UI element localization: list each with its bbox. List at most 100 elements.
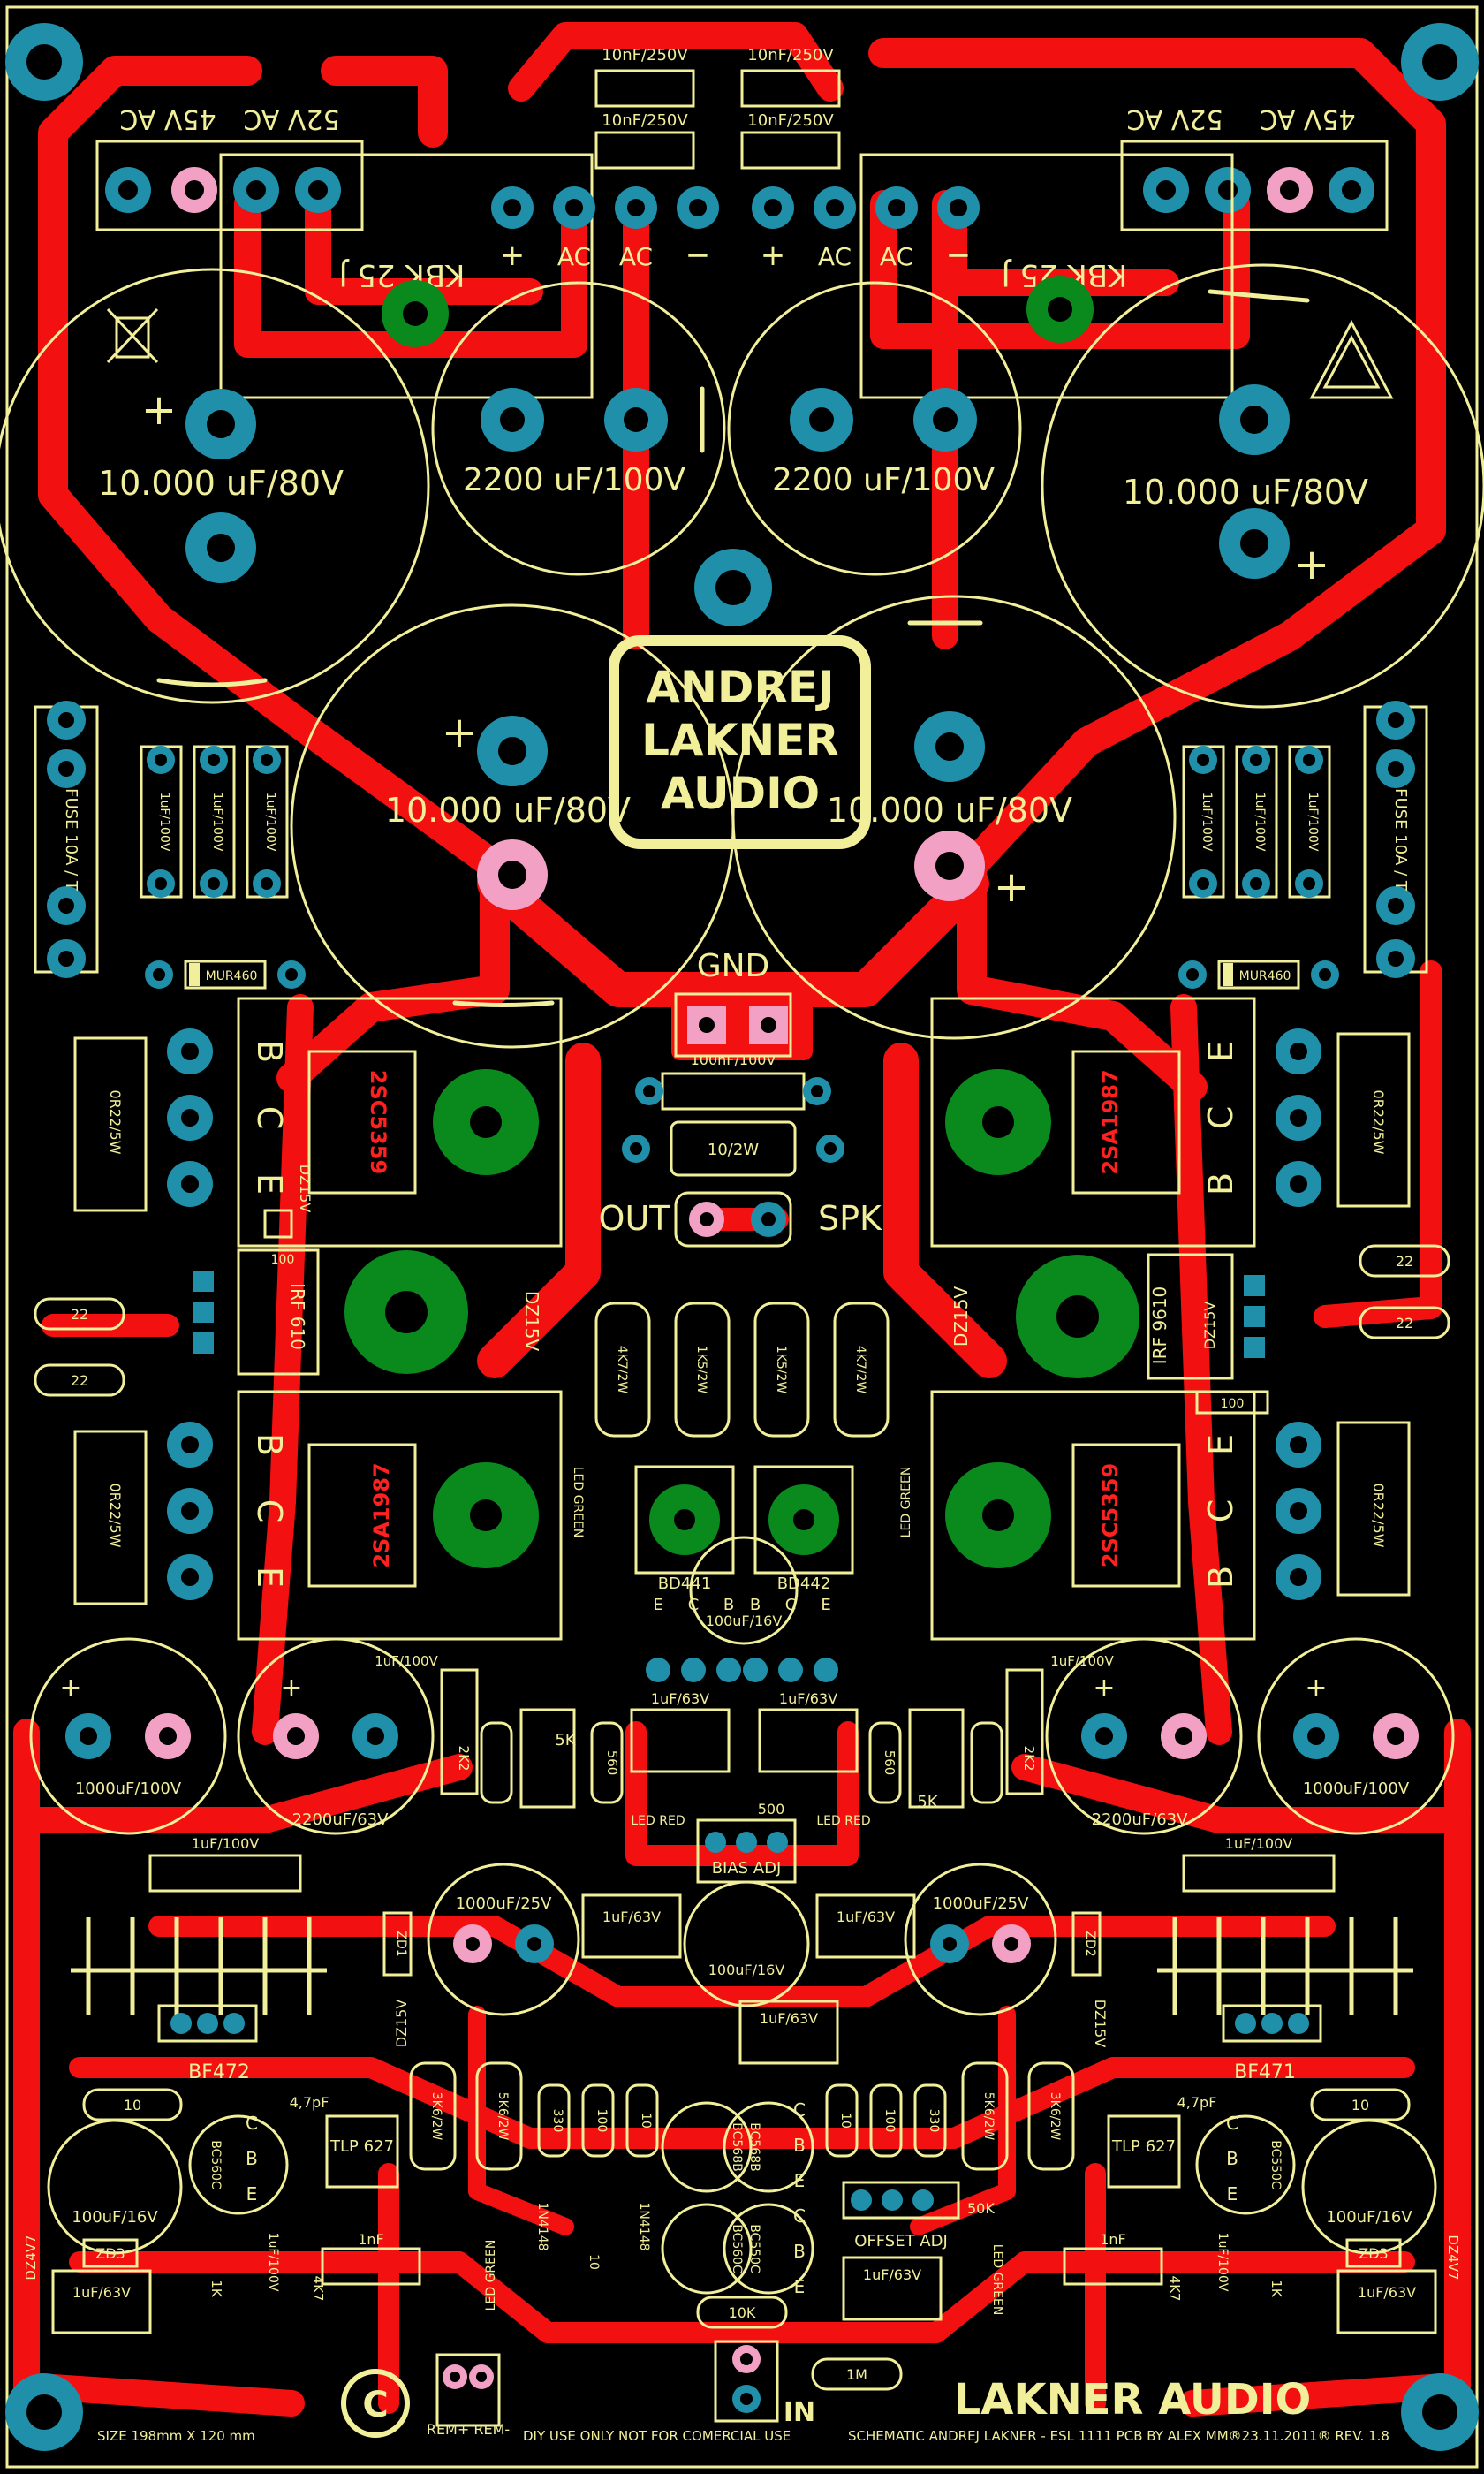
dz4v7-left: DZ4V7: [23, 2235, 39, 2280]
cap-100uf16-mid: 100uF/16V: [706, 1613, 783, 1629]
hazard-triangle-icon: [1309, 319, 1394, 399]
q-bot-right-label: 2SC5359: [1098, 1463, 1123, 1567]
bottom-caps: 100uF/16V 10 100uF/16V 10 1uF/63V 1uF/63…: [23, 2088, 1461, 2334]
fuse-label-right: FUSE 10A / T: [1391, 788, 1410, 892]
ac-label-right-45: 45V AC: [1259, 103, 1355, 134]
emitter-resistors: 0R22/5W 0R22/5W 0R22/5W 0R22/5W: [73, 1032, 1411, 1605]
in-label: IN: [784, 2397, 815, 2428]
r5k6-right: 5K6/2W: [981, 2092, 996, 2141]
d1n4148-right: 1N4148: [637, 2202, 651, 2250]
footer-brand: LAKNER AUDIO: [954, 2375, 1312, 2425]
pair-c1: C: [793, 2099, 806, 2121]
led-red-right: LED RED: [816, 1814, 870, 1828]
cap-label-top-mid-left: 2200 uF/100V: [463, 462, 685, 498]
bridge-pin-left-ac2: AC: [619, 242, 653, 271]
supply-caps-right: + 1000uF/100V + 2200uF/63V 1uF/100V 2K2 …: [868, 1637, 1455, 1835]
c1uf100-lower-left: 1uF/100V: [266, 2233, 280, 2292]
cap-1uf63-e: 1uF/63V: [760, 2010, 818, 2027]
cap-label-top-left: 10.000 uF/80V: [98, 464, 344, 503]
mosfet-left-label: IRF 610: [287, 1283, 308, 1350]
output-transistor-top-right: 2SA1987 E C B: [930, 997, 1321, 1248]
supply-caps-left: + 1000uF/100V + 2200uF/63V 1uF/100V 2K2 …: [29, 1637, 624, 1835]
vas-left-label: BF472: [188, 2061, 250, 2083]
bridge-right: + AC AC − KBK 25 J: [752, 153, 1234, 399]
cap-100uf16-right: 100uF/16V: [1326, 2208, 1412, 2227]
bc550c-pair: BC550C: [747, 2224, 761, 2273]
bridge-pin-left-plus: +: [500, 238, 526, 273]
c4p7-right: 4,7pF: [1177, 2094, 1217, 2111]
footer-diy: DIY USE ONLY NOT FOR COMERCIAL USE: [523, 2428, 791, 2444]
r5k-right: 5K: [917, 1793, 938, 1811]
bc560c-left: BC560C: [208, 2140, 223, 2189]
dz15-lower-left: DZ15V: [393, 2000, 410, 2048]
r500-label: 500: [758, 1801, 785, 1818]
diode-mur-right: MUR460: [1178, 960, 1339, 990]
cap-label-top-mid-right: 2200 uF/100V: [772, 462, 995, 498]
bc550c-right: BC550C: [1268, 2140, 1283, 2189]
r100-right: 100: [1221, 1397, 1245, 1411]
bias-resistors-2w: 4K7/2W 1K5/2W 1K5/2W 4K7/2W: [594, 1302, 890, 1438]
mosfet-right: IRF 9610 DZ15V DZ15V 100: [950, 1253, 1269, 1415]
r10-corner-right: 10: [1352, 2097, 1369, 2114]
film-cap-1: 10nF/250V: [602, 46, 688, 65]
cap-100uf16-left: 100uF/16V: [72, 2208, 158, 2227]
cap-1uf63-b: 1uF/63V: [779, 1690, 837, 1707]
h-caps-1uf100: 1uF/100V 1uF/100V: [148, 1835, 1336, 1893]
r4k7-lower-right: 4K7: [1167, 2276, 1183, 2302]
gnd-label: GND: [697, 948, 770, 984]
led-green-left: LED GREEN: [571, 1467, 585, 1538]
output-transistor-top-left: 2SC5359 B C E: [167, 997, 563, 1248]
caps-1000uf25: 1000uF/25V 1000uF/25V 100uF/16V 1uF/63V …: [427, 1863, 1057, 2065]
hcap-left: 1uF/100V: [192, 1835, 259, 1852]
r1k5-left: 1K5/2W: [694, 1346, 708, 1394]
er-bot-right: 0R22/5W: [1370, 1483, 1387, 1547]
ecb-c1: C: [688, 1596, 700, 1614]
zobel-res-label: 10/2W: [708, 1141, 759, 1159]
decap-r1: 1uF/100V: [1200, 793, 1214, 852]
lower-resistors: 3K6/2W 5K6/2W 330 100 10 3K6/2W 5K6/2W 3…: [409, 2061, 1075, 2171]
out-label: OUT: [599, 1199, 671, 1238]
cap-1uf63-a: 1uF/63V: [651, 1690, 709, 1707]
footer-schematic: SCHEMATIC ANDREJ LAKNER - ESL 1111 PCB B…: [848, 2428, 1389, 2444]
dz15-left-top: DZ15V: [297, 1165, 314, 1213]
cap-plus-mr: +: [994, 862, 1029, 912]
q-tl-e: E: [250, 1173, 289, 1195]
cap-1uf63-br: 1uF/63V: [1358, 2284, 1416, 2301]
footer: C SIZE 198mm X 120 mm DIY USE ONLY NOT F…: [97, 2369, 1389, 2444]
bridge-left: + AC AC − KBK 25 J: [219, 153, 719, 399]
r100-left: 100: [271, 1253, 295, 1267]
decap-r3: 1uF/100V: [1306, 793, 1320, 852]
orb-c: C: [1226, 2113, 1238, 2134]
r330-left: 330: [550, 2109, 564, 2133]
led-green-lower-left: LED GREEN: [484, 2240, 498, 2311]
bias-adj-label: BIAS ADJ: [712, 1859, 782, 1878]
cap-100uf16-center: 100uF/16V: [708, 1962, 785, 1978]
bridge-pin-right-ac2: AC: [880, 242, 913, 271]
film-cap-2: 10nF/250V: [747, 46, 834, 65]
cap-plus-tl: +: [141, 385, 177, 435]
r4k7-right: 4K7/2W: [853, 1346, 867, 1394]
c1nf-right: 1nF: [1100, 2231, 1126, 2248]
decap-r2: 1uF/100V: [1253, 793, 1267, 852]
hcap-right: 1uF/100V: [1225, 1835, 1292, 1852]
diode-mur-left: MUR460: [145, 960, 306, 990]
r560-right: 560: [882, 1750, 897, 1776]
r100-lower-right: 100: [882, 2109, 897, 2133]
q-bl-e: E: [250, 1567, 289, 1588]
er-top-left: 0R22/5W: [107, 1089, 124, 1154]
cap-label-mid-left: 10.000 uF/80V: [385, 791, 631, 830]
zener-diodes: ZD1 DZ15V ZD2 DZ15V: [382, 1911, 1109, 2048]
ac-terminal-right: 52V AC 45V AC: [1120, 103, 1389, 231]
ecb-b2: B: [750, 1596, 761, 1614]
r5k-left: 5K: [555, 1731, 576, 1749]
fuse-right: FUSE 10A / T: [1363, 701, 1428, 978]
offset-adj-label: OFFSET ADJ: [854, 2232, 948, 2250]
q-tr-b: B: [1201, 1172, 1240, 1195]
spk-label: SPK: [818, 1199, 882, 1238]
decap-l3: 1uF/100V: [263, 793, 277, 852]
cap-2200uf63-left: 2200uF/63V: [292, 1810, 390, 1829]
rem-label: REM+ REM-: [427, 2421, 510, 2438]
weee-recycle-icon: [106, 307, 159, 364]
drivers: BD441 BD442 100uF/16V LED GREEN LED GREE…: [571, 1465, 913, 1645]
